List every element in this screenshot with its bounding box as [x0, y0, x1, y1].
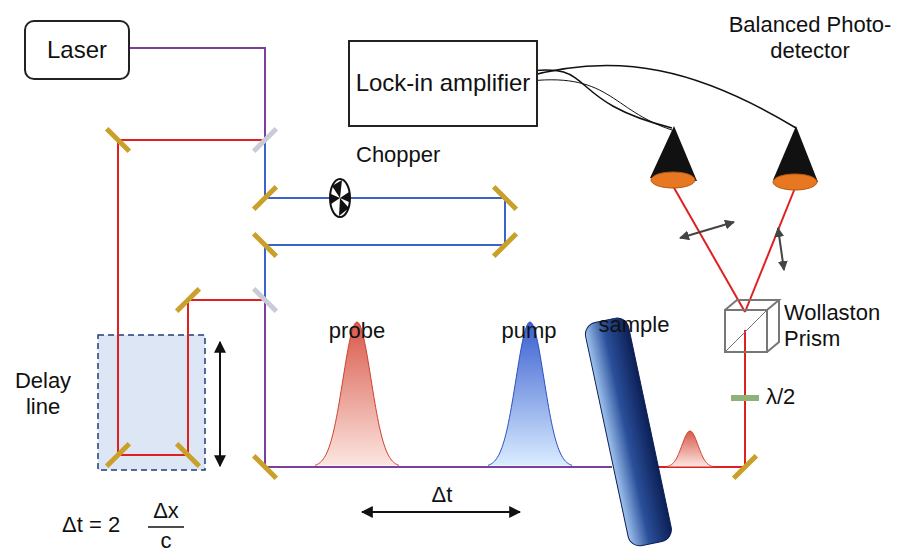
delay-arrow: [219, 342, 221, 466]
mirror: [105, 442, 131, 468]
laser-beam: [130, 48, 265, 140]
probe-beam: [118, 140, 265, 455]
mirror: [252, 454, 278, 480]
delay-arrow: [362, 511, 520, 513]
mirror: [252, 127, 278, 153]
wollaston-prism: [725, 300, 779, 352]
delay-line-label: Delay line: [8, 368, 78, 421]
photodiode: [773, 126, 818, 190]
signal-cable: [522, 80, 672, 130]
combined-beam: [265, 300, 612, 467]
sample-slab: [583, 316, 673, 548]
mirror: [252, 232, 278, 258]
half-wave-plate: [731, 395, 759, 401]
sample-label: sample: [594, 312, 674, 338]
mirror: [252, 185, 278, 211]
probe-pulse: [666, 431, 714, 467]
split-beam: [673, 186, 745, 312]
chopper-wheel: [330, 179, 350, 217]
box-label: Laser: [47, 36, 107, 65]
box-label: Lock-in amplifier: [356, 69, 531, 98]
formula: Δt = 2: [62, 512, 146, 538]
mirror: [105, 127, 131, 153]
mirror: [732, 454, 758, 480]
detector-label: Balanced Photo-detector: [720, 12, 900, 65]
formula: c: [146, 528, 186, 554]
mirror: [252, 287, 278, 313]
chopper-label: Chopper: [356, 142, 456, 168]
photodiode: [650, 126, 697, 188]
mirror: [492, 185, 518, 211]
pulse-label: pump: [494, 318, 564, 344]
prism-label: Wollaston Prism: [784, 300, 904, 353]
polarization-arrow: [680, 222, 734, 238]
mirror: [492, 232, 518, 258]
split-beam: [745, 188, 795, 312]
mirror: [175, 287, 201, 313]
formula: Δx: [146, 498, 186, 524]
waveplate-label: λ/2: [766, 384, 816, 410]
pulse-label: probe: [322, 318, 392, 344]
transmitted-probe: [640, 330, 745, 467]
signal-cable: [522, 65, 796, 128]
mirror: [175, 442, 201, 468]
probe-pulse: [315, 322, 399, 465]
pump-pulse: [488, 322, 572, 465]
signal-cable: [522, 70, 672, 128]
laser-box: Laser: [24, 20, 130, 80]
polarization-arrow: [778, 228, 784, 270]
pump-beam: [265, 140, 505, 300]
fraction-bar: [148, 526, 184, 528]
lock-in-box: Lock-in amplifier: [348, 40, 538, 127]
delay-label: Δt: [420, 482, 464, 508]
